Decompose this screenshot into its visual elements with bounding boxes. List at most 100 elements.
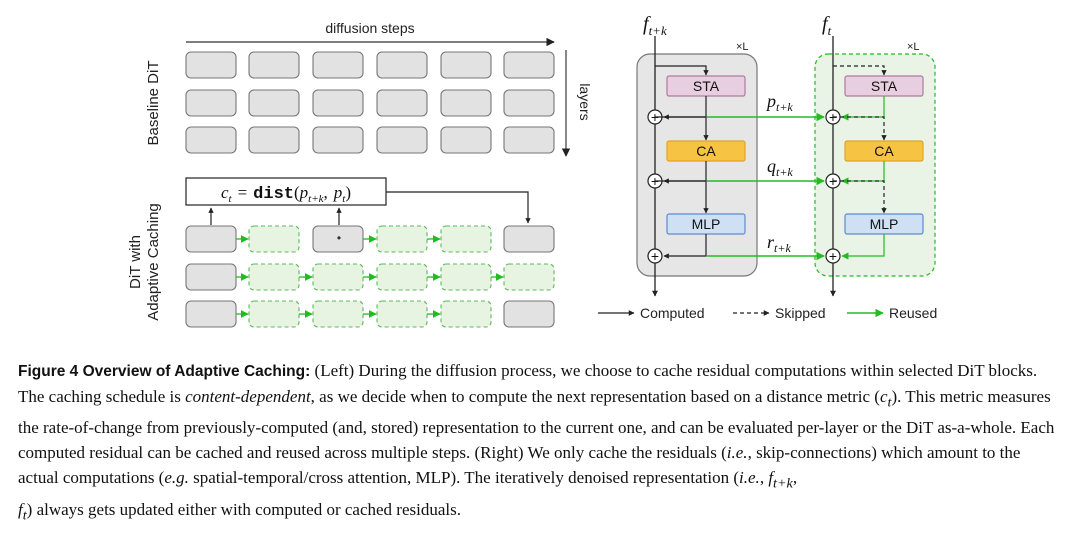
adaptive-grid bbox=[185, 225, 555, 328]
caption-emphasis: e.g. bbox=[164, 468, 189, 488]
adaptive-caching-label: DiT with Adaptive Caching bbox=[127, 203, 162, 321]
baseline-cell bbox=[248, 51, 300, 79]
skipped-branch-in bbox=[833, 116, 887, 141]
baseline-cell bbox=[248, 126, 300, 154]
legend-computed-label: Computed bbox=[640, 305, 705, 321]
baseline-cell bbox=[376, 51, 428, 79]
f-t-plus-k-title: ft+k bbox=[643, 13, 667, 38]
computed-plus-glyph: + bbox=[651, 248, 659, 264]
caption-text: ) always gets updated either with comput… bbox=[26, 499, 461, 519]
computed-branch-in bbox=[655, 180, 709, 214]
baseline-cell bbox=[312, 51, 364, 79]
current-step-marker: • bbox=[337, 231, 341, 245]
repeat-label-left: ×L bbox=[736, 41, 749, 53]
right-panel: ×L ×L ft+k ft STA+CA+MLP+ STA+CA+MLP+ pt… bbox=[598, 13, 937, 321]
caption-emphasis: i.e. bbox=[739, 468, 760, 488]
baseline-cell bbox=[312, 89, 364, 117]
cached-cell bbox=[248, 300, 300, 328]
cached-cell bbox=[248, 263, 300, 291]
computed-cell bbox=[185, 225, 237, 253]
baseline-cell bbox=[503, 126, 555, 154]
computed-sta-label: STA bbox=[693, 78, 720, 94]
residual-q-label: qt+k bbox=[767, 156, 793, 179]
caption-math: c bbox=[879, 387, 888, 406]
residual-r-label: rt+k bbox=[767, 232, 791, 255]
svg-text:Adaptive Caching: Adaptive Caching bbox=[145, 203, 162, 321]
skipped-mlp-label: MLP bbox=[870, 216, 899, 232]
baseline-cell bbox=[185, 89, 237, 117]
caption-emphasis: i.e. bbox=[726, 443, 748, 463]
left-panel: diffusion steps layers Baseline DiT DiT … bbox=[127, 20, 593, 328]
caption-text: spatial-temporal/cross attention, MLP). … bbox=[188, 468, 740, 488]
baseline-cell bbox=[185, 126, 237, 154]
svg-text:DiT with: DiT with bbox=[127, 235, 144, 289]
baseline-grid bbox=[185, 51, 555, 154]
computed-branch-out bbox=[663, 234, 707, 259]
computed-cell bbox=[503, 300, 555, 328]
caption-text: , bbox=[792, 468, 798, 488]
formula-output-arrow bbox=[386, 191, 531, 224]
legend-reused-label: Reused bbox=[889, 305, 937, 321]
distance-formula-box bbox=[185, 177, 387, 206]
computed-branch-in bbox=[655, 65, 709, 76]
caption-text: (Left) During the diffusion process, we … bbox=[18, 361, 1038, 406]
computed-residual-add-icon bbox=[647, 248, 663, 264]
cached-cell bbox=[376, 300, 428, 328]
baseline-cell bbox=[248, 89, 300, 117]
skipped-residual-add-icon bbox=[825, 248, 841, 264]
computed-cell bbox=[185, 300, 237, 328]
skipped-branch-in bbox=[833, 180, 887, 214]
computed-cell bbox=[503, 225, 555, 253]
cached-cell bbox=[440, 263, 492, 291]
cached-cell bbox=[376, 263, 428, 291]
caption-label: Figure 4 Overview of Adaptive Caching: bbox=[18, 363, 311, 380]
caption-math: t+k bbox=[773, 475, 793, 492]
baseline-cell bbox=[503, 89, 555, 117]
skipped-plus-glyph: + bbox=[829, 248, 837, 264]
cached-cell bbox=[376, 225, 428, 253]
caption-math: f bbox=[18, 499, 23, 519]
computed-cell bbox=[185, 263, 237, 291]
caption-text: , as we decide when to compute the next … bbox=[310, 387, 880, 406]
caption-math: f bbox=[768, 468, 774, 488]
cached-cell bbox=[440, 300, 492, 328]
skipped-branch-out bbox=[841, 234, 885, 260]
computed-blocks: STA+CA+MLP+ bbox=[647, 65, 746, 264]
skipped-branch-in bbox=[833, 65, 887, 76]
distance-formula: ct=dist(pt+k,pt) bbox=[221, 183, 351, 205]
cached-cell bbox=[440, 225, 492, 253]
legend-skipped-label: Skipped bbox=[775, 305, 826, 321]
diffusion-steps-label: diffusion steps bbox=[325, 20, 414, 36]
legend: Computed Skipped Reused bbox=[598, 305, 937, 321]
computed-branch-in bbox=[655, 116, 709, 141]
repeat-label-right: ×L bbox=[907, 41, 920, 53]
baseline-cell bbox=[440, 89, 492, 117]
cached-cell bbox=[312, 300, 364, 328]
baseline-dit-label: Baseline DiT bbox=[145, 60, 162, 145]
f-t-title: ft bbox=[822, 13, 832, 38]
caption-text: , bbox=[759, 468, 769, 488]
residual-p-label: pt+k bbox=[765, 91, 793, 114]
skipped-ca-label: CA bbox=[874, 143, 894, 159]
computed-mlp-label: MLP bbox=[692, 216, 721, 232]
cached-cell bbox=[312, 263, 364, 291]
baseline-cell bbox=[376, 126, 428, 154]
figure-diagram: diffusion steps layers Baseline DiT DiT … bbox=[127, 13, 937, 328]
layers-label: layers bbox=[577, 83, 593, 120]
figure-caption: Figure 4 Overview of Adaptive Caching: (… bbox=[18, 358, 1064, 528]
caption-math: t bbox=[887, 394, 892, 411]
skipped-blocks: STA+CA+MLP+ bbox=[707, 65, 924, 264]
baseline-cell bbox=[185, 51, 237, 79]
caption-text: ). This metric measures the rate-of-chan… bbox=[18, 387, 1055, 463]
computed-ca-label: CA bbox=[696, 143, 716, 159]
caption-text: , skip-connections) which amount to the … bbox=[18, 443, 1021, 488]
skipped-sta-label: STA bbox=[871, 78, 898, 94]
baseline-cell bbox=[376, 89, 428, 117]
cached-cell bbox=[248, 225, 300, 253]
baseline-cell bbox=[503, 51, 555, 79]
cached-cell bbox=[503, 263, 555, 291]
baseline-cell bbox=[440, 126, 492, 154]
caption-emphasis: content-dependent bbox=[185, 387, 311, 406]
baseline-cell bbox=[440, 51, 492, 79]
baseline-cell bbox=[312, 126, 364, 154]
